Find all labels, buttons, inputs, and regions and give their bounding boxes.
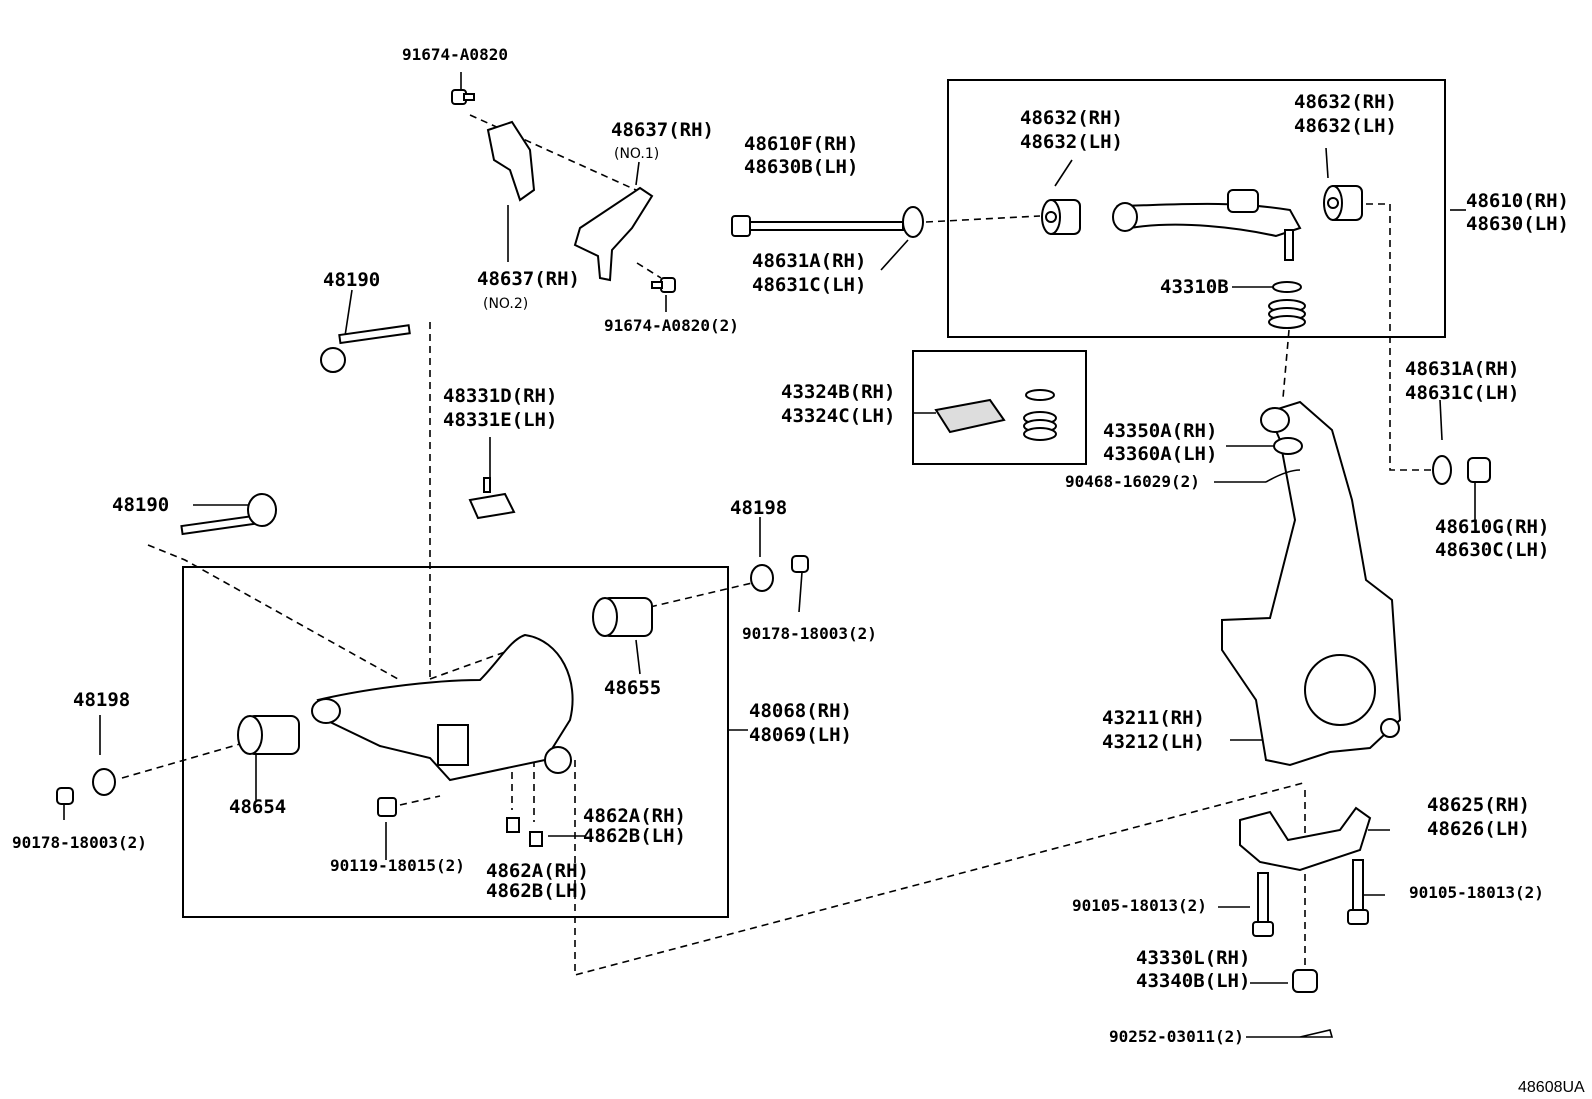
- label-bracket-no2-sub: (NO.2): [483, 296, 528, 312]
- nut-90178-left-icon: [56, 787, 74, 805]
- label-dust-seal-lh: 43360A(LH): [1103, 443, 1217, 465]
- seal-43350a-icon: [1273, 437, 1303, 455]
- lower-arm-icon: [316, 633, 574, 782]
- cotter-90468-icon: [1265, 469, 1301, 483]
- label-bolt-90105-right: 90105-18013(2): [1409, 883, 1544, 902]
- bracket-no1-icon: [573, 186, 654, 282]
- label-upper-arm-lh: 48630(LH): [1466, 213, 1569, 235]
- label-bolt-90119: 90119-18015(2): [330, 856, 465, 875]
- lower-arm-group-box: [182, 566, 729, 918]
- label-bumper-lh: 48331E(LH): [443, 409, 557, 431]
- label-dust-seal-rh: 43350A(RH): [1103, 420, 1217, 442]
- grease-pack-icon: [934, 398, 1006, 434]
- bushing-upper-right-icon: [1323, 185, 1363, 221]
- label-cover-b-lh: 4862B(LH): [486, 880, 589, 902]
- dashed-connectors: [121, 114, 1432, 977]
- cover-4862-a-icon: [529, 831, 543, 847]
- bolt-91674-top-icon: [451, 89, 475, 105]
- label-bolt-right: 91674-A0820(2): [604, 316, 739, 335]
- label-bushing-48655: 48655: [604, 677, 661, 699]
- label-cover-b-rh: 4862A(RH): [486, 860, 589, 882]
- bushing-48654-icon: [237, 715, 300, 755]
- upper-arm-group-box: [947, 79, 1446, 338]
- label-bolt-top: 91674-A0820: [402, 45, 508, 64]
- cam-48198-left-icon: [92, 768, 116, 796]
- bushing-upper-left-icon: [1041, 199, 1081, 235]
- nut-43330-icon: [1292, 969, 1318, 993]
- diagram-ref-code: 48608UA: [1518, 1079, 1585, 1096]
- boot-kit-box: [912, 350, 1087, 465]
- washer-upper-icon: [902, 206, 924, 238]
- label-cam-48198-top: 48198: [730, 497, 787, 519]
- label-nut-43330l-rh: 43330L(RH): [1136, 947, 1250, 969]
- label-bolt-48190-top: 48190: [323, 269, 380, 291]
- label-washer-right-rh: 48631A(RH): [1405, 358, 1519, 380]
- label-boot-kit-rh: 43324B(RH): [781, 381, 895, 403]
- bushing-48655-icon: [592, 597, 653, 637]
- label-cam-48198-left: 48198: [73, 689, 130, 711]
- label-knuckle-rh: 43211(RH): [1102, 707, 1205, 729]
- bump-stop-icon: [468, 477, 516, 520]
- label-boot-kit-lh: 43324C(LH): [781, 405, 895, 427]
- cam-bolt-icon: [731, 215, 904, 237]
- label-nut-90178-left: 90178-18003(2): [12, 833, 147, 852]
- label-knuckle-lh: 43212(LH): [1102, 731, 1205, 753]
- label-cover-a-lh: 4862B(LH): [583, 825, 686, 847]
- bolt-90105-left-icon: [1252, 872, 1274, 937]
- label-nut-43340b-lh: 43340B(LH): [1136, 970, 1250, 992]
- cover-4862-b-icon: [506, 817, 520, 833]
- label-nut-48610g-rh: 48610G(RH): [1435, 516, 1549, 538]
- bolt-90119-icon: [377, 797, 397, 817]
- label-bushing-left-lh: 48632(LH): [1020, 131, 1123, 153]
- label-nut-48630c-lh: 48630C(LH): [1435, 539, 1549, 561]
- label-bushing-right-rh: 48632(RH): [1294, 91, 1397, 113]
- label-upper-arm-rh: 48610(RH): [1466, 190, 1569, 212]
- label-cam-bolt-rh: 48610F(RH): [744, 133, 858, 155]
- bolt-48190-top-icon: [320, 324, 411, 373]
- label-cotter-90468: 90468-16029(2): [1065, 472, 1200, 491]
- ring-43310b-icon: [1272, 281, 1302, 293]
- nut-90178-right-icon: [791, 555, 809, 573]
- label-lower-arm-rh: 48068(RH): [749, 700, 852, 722]
- upper-arm-icon: [1116, 202, 1302, 238]
- dust-boot-icon: [1268, 299, 1306, 329]
- label-bracket-no1-sub: (NO.1): [614, 146, 659, 162]
- label-washer-right-lh: 48631C(LH): [1405, 382, 1519, 404]
- label-washer-lh: 48631C(LH): [752, 274, 866, 296]
- label-bushing-48654: 48654: [229, 796, 286, 818]
- cotter-90252-icon: [1299, 1029, 1334, 1038]
- part-labels: 91674-A0820 48637(RH) (NO.1) 48637(RH) (…: [12, 45, 1585, 1096]
- label-bolt-90105-left: 90105-18013(2): [1072, 896, 1207, 915]
- label-ring-43310b: 43310B: [1160, 276, 1229, 298]
- label-cover-a-rh: 4862A(RH): [583, 805, 686, 827]
- washer-right-icon: [1432, 455, 1452, 485]
- label-arm-48625-rh: 48625(RH): [1427, 794, 1530, 816]
- label-cotter-90252: 90252-03011(2): [1109, 1027, 1244, 1046]
- leader-lines: [63, 72, 1476, 1038]
- bracket-no2-icon: [486, 120, 536, 202]
- arm-48625-icon: [1239, 806, 1372, 872]
- label-bushing-left-rh: 48632(RH): [1020, 107, 1123, 129]
- label-bushing-right-lh: 48632(LH): [1294, 115, 1397, 137]
- cam-48198-top-icon: [750, 564, 774, 592]
- label-cam-bolt-lh: 48630B(LH): [744, 156, 858, 178]
- bolt-91674-right-icon: [651, 277, 676, 293]
- boot-rings-icon: [1023, 389, 1057, 441]
- label-washer-rh: 48631A(RH): [752, 250, 866, 272]
- nut-48610g-icon: [1467, 457, 1491, 483]
- bolt-48190-left-icon: [180, 493, 277, 536]
- label-bracket-no2: 48637(RH): [477, 268, 580, 290]
- label-bracket-no1: 48637(RH): [611, 119, 714, 141]
- label-bolt-48190-left: 48190: [112, 494, 169, 516]
- label-lower-arm-lh: 48069(LH): [749, 724, 852, 746]
- label-arm-48626-lh: 48626(LH): [1427, 818, 1530, 840]
- bolt-90105-right-icon: [1347, 859, 1369, 925]
- label-bumper-rh: 48331D(RH): [443, 385, 557, 407]
- label-nut-90178-right: 90178-18003(2): [742, 624, 877, 643]
